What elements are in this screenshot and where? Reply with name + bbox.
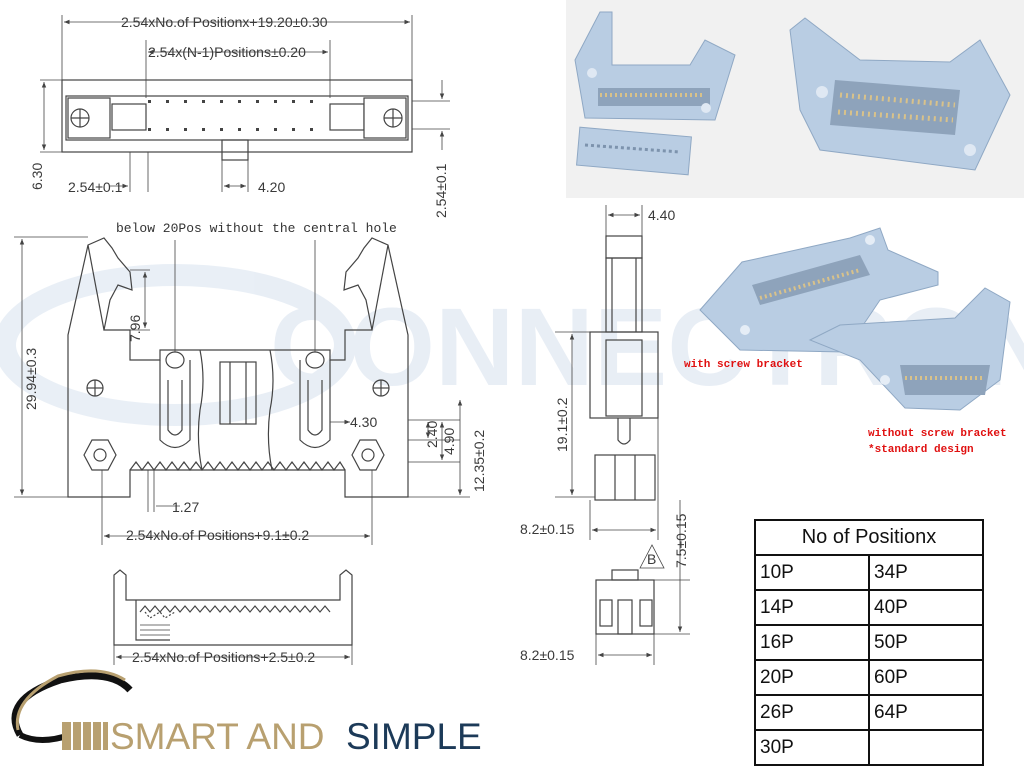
top-view-dims: [40, 15, 450, 192]
label-with-bracket: with screw bracket: [684, 359, 803, 371]
top-dim-pitch-small: 2.54±0.1: [68, 179, 123, 195]
front-dim-490: 4.90: [441, 428, 457, 455]
table-cell: 64P: [868, 694, 984, 731]
top-view: [61, 79, 413, 161]
top-dim-height: 6.30: [29, 163, 45, 190]
front-view-dims: [14, 236, 470, 545]
table-cell: 34P: [868, 554, 984, 591]
front-dim-127: 1.27: [172, 499, 199, 515]
brand-logo: SMART AND SIMPLE: [11, 669, 482, 757]
table-cell: 40P: [868, 589, 984, 626]
side-view: [589, 235, 659, 635]
label-standard-design: *standard design: [868, 444, 974, 456]
table-cell: 10P: [754, 554, 870, 591]
side-dim-82a: 8.2±0.15: [520, 521, 575, 537]
bottom-view: [113, 569, 353, 646]
table-cell: 16P: [754, 624, 870, 661]
table-cell: 30P: [754, 729, 870, 766]
side-dim-191: 19.1±0.2: [554, 397, 570, 452]
table-cell: [868, 729, 984, 766]
side-dim-82b: 8.2±0.15: [520, 647, 575, 663]
top-dim-pitch: 2.54x(N-1)Positions±0.20: [148, 44, 306, 60]
logo-text-simple: SIMPLE: [346, 716, 482, 757]
table-row: 30P: [754, 729, 984, 766]
front-dim-latch: 7.96: [127, 315, 143, 342]
top-dim-key: 4.20: [258, 179, 285, 195]
positions-table-header: No of Positionx: [754, 519, 984, 556]
bottom-view-dims: [113, 645, 353, 665]
top-dim-row: 2.54±0.1: [433, 163, 449, 218]
side-dim-width: 4.40: [648, 207, 675, 223]
table-cell: 50P: [868, 624, 984, 661]
connector-photo-top: [566, 0, 1024, 198]
front-dim-1235: 12.35±0.2: [471, 430, 487, 492]
side-dim-75: 7.5±0.15: [673, 513, 689, 568]
side-view-dims: [555, 205, 690, 665]
top-view-pins: [148, 100, 313, 131]
front-dim-base: 2.54xNo.of Positions+9.1±0.2: [126, 527, 309, 543]
side-marker: B: [647, 551, 656, 567]
front-view: [67, 237, 409, 498]
logo-text-smart: SMART AND: [110, 716, 325, 757]
table-cell: 60P: [868, 659, 984, 696]
table-cell: 26P: [754, 694, 870, 731]
bottom-dim-base: 2.54xNo.of Positions+2.5±0.2: [132, 649, 315, 665]
front-note: below 20Pos without the central hole: [116, 221, 397, 236]
label-without-bracket: without screw bracket: [868, 428, 1007, 440]
table-cell: 20P: [754, 659, 870, 696]
connector-photo-mid: [699, 227, 1011, 411]
table-cell: 14P: [754, 589, 870, 626]
top-dim-overall: 2.54xNo.of Positionx+19.20±0.30: [121, 14, 328, 30]
front-dim-240: 2.40: [424, 421, 440, 448]
front-dim-430: 4.30: [350, 414, 377, 430]
front-dim-height: 29.94±0.3: [23, 348, 39, 410]
